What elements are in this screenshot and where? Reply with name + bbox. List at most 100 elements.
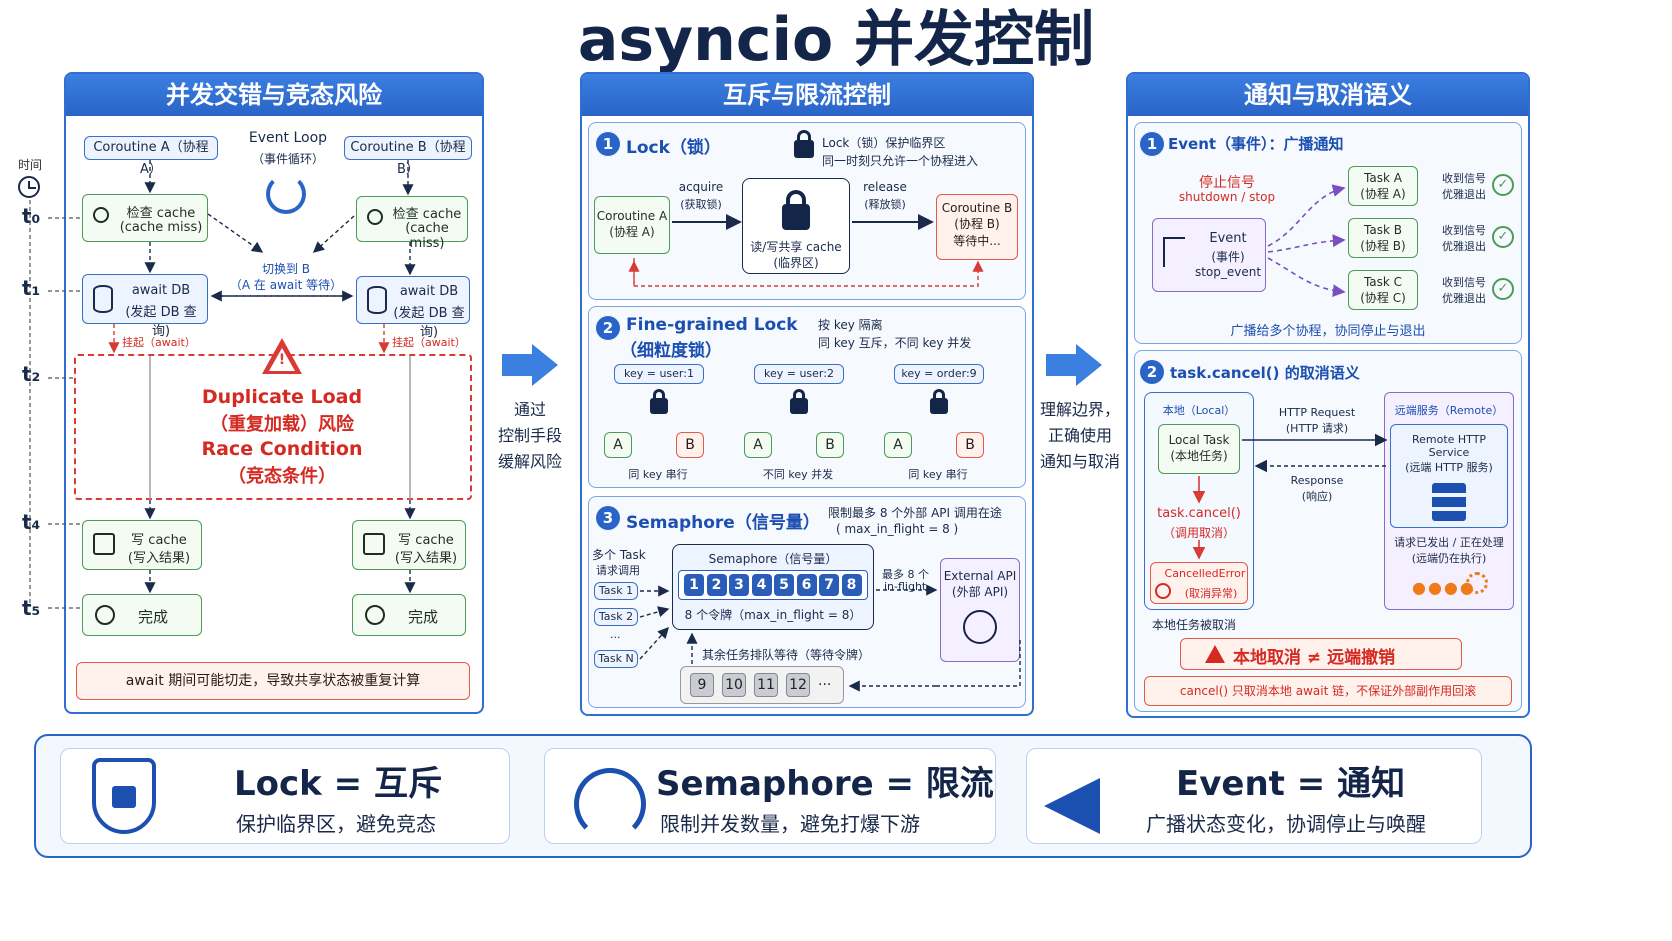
semaphore-token: 8	[841, 574, 862, 596]
await-db-b: await DB (发起 DB 查询)	[356, 276, 470, 340]
fine-title-sub: （细粒度锁）	[620, 341, 722, 361]
semaphore-token: 2	[706, 574, 727, 596]
clock-icon	[18, 176, 40, 198]
globe-icon	[963, 610, 997, 644]
critical-lock-icon	[782, 204, 810, 230]
acquire-sub: (获取锁)	[680, 198, 722, 211]
await-db-a: await DB (发起 DB 查询)	[82, 274, 208, 339]
fine-node-b: B	[816, 432, 844, 458]
event-loop-sub: （事件循环）	[251, 152, 324, 166]
release-label: release	[863, 180, 907, 194]
fine-key-label: key = order:9	[894, 364, 984, 384]
shield-lock-icon-body	[112, 786, 136, 808]
arrow-right-icon	[502, 354, 536, 376]
response: Response	[1290, 474, 1344, 487]
left-note: await 期间可能切走，导致共享状态被重复计算	[76, 662, 470, 700]
warning-icon	[1205, 645, 1225, 663]
done-b: 完成	[352, 594, 466, 636]
remote-note1: 请求已发出 / 正在处理	[1394, 536, 1504, 549]
graceful-exit: 优雅退出	[1442, 292, 1486, 305]
lock-num: 1	[596, 132, 620, 156]
fine-node-b: B	[956, 432, 984, 458]
queued-task: 12	[786, 673, 810, 697]
lock-icon-shackle	[793, 389, 805, 401]
database-icon	[93, 285, 113, 313]
task-n: Task N	[594, 650, 638, 668]
edit-icon	[363, 533, 385, 555]
spinner-icon	[1466, 572, 1488, 594]
max8-label: 最多 8 个	[882, 568, 929, 581]
arrow2-line3: 通知与取消	[1039, 452, 1120, 471]
database-icon	[367, 286, 387, 314]
switch-sub: （A 在 await 等待）	[229, 278, 343, 292]
stop-signal-sub: shutdown / stop	[1178, 190, 1276, 204]
lock-icon	[790, 398, 808, 414]
fine-caption: 不同 key 并发	[762, 468, 834, 481]
panel-header: 互斥与限流控制	[582, 74, 1032, 116]
in-flight-label: in-flight	[884, 580, 927, 593]
event-task: Task C (协程 C)	[1348, 270, 1418, 310]
switch-label: 切换到 B	[261, 262, 311, 276]
queued-task: 9	[690, 673, 714, 697]
arrow1-line2: 控制手段	[497, 426, 562, 445]
write-cache-b: 写 cache (写入结果)	[352, 520, 466, 570]
suspend-b: 挂起（await）	[392, 336, 466, 349]
arrow-right-head	[1076, 344, 1102, 386]
local-cancelled: 本地任务被取消	[1152, 618, 1237, 632]
lock-icon	[794, 140, 814, 158]
recv-signal: 收到信号	[1442, 276, 1486, 289]
http-request: HTTP Request	[1278, 406, 1356, 419]
fine-title: Fine-grained Lock	[626, 315, 798, 335]
cancel-title: task.cancel() 的取消语义	[1170, 364, 1360, 382]
check-cache-b: 检查 cache (cache miss)	[356, 196, 468, 251]
external-api: External API (外部 API)	[940, 558, 1020, 662]
task-ellipsis: ...	[610, 628, 621, 641]
page-title: asyncio 并发控制	[577, 5, 1095, 75]
cancel-num: 2	[1140, 360, 1164, 384]
lock-desc1: Lock（锁）保护临界区	[822, 136, 946, 150]
check-circle-icon	[95, 605, 115, 625]
risk-line2: （重复加载）风险	[210, 414, 354, 435]
stop-signal: 停止信号	[1199, 175, 1255, 191]
queued-task: 10	[722, 673, 746, 697]
event-task: Task A (协程 A)	[1348, 166, 1418, 206]
search-icon	[93, 207, 109, 223]
panel-header: 并发交错与竞态风险	[66, 74, 482, 116]
summary-lock-title: Lock = 互斥	[234, 764, 442, 804]
warn-banner: 本地取消 ≠ 远端撤销	[1180, 638, 1462, 670]
critical-lock-shackle	[786, 190, 806, 208]
arrow1-line3: 缓解风险	[497, 452, 562, 471]
semaphore-token: 4	[751, 574, 772, 596]
summary-semaphore-desc: 限制并发数量，避免打爆下游	[660, 812, 920, 836]
summary-event-desc: 广播状态变化，协调停止与唤醒	[1146, 812, 1426, 836]
task-2: Task 2	[594, 608, 638, 626]
warning-mark: !	[278, 352, 286, 368]
panel-header: 通知与取消语义	[1128, 74, 1528, 116]
event-loop-label: Event Loop	[248, 130, 328, 146]
refresh-cycle-icon	[266, 174, 306, 214]
lock-icon	[650, 398, 668, 414]
check-circle-icon: ✓	[1492, 226, 1514, 248]
sem-title: Semaphore（信号量）	[626, 513, 820, 533]
time-t1: t₁	[22, 276, 41, 300]
fine-node-a: A	[884, 432, 912, 458]
event-title: Event（事件）：广播通知	[1168, 135, 1344, 153]
event-box: Event (事件) stop_event	[1152, 218, 1266, 292]
time-t5: t₅	[22, 596, 41, 620]
fine-node-a: A	[744, 432, 772, 458]
arrow1-line1: 通过	[513, 400, 546, 419]
queue-ellipsis: ···	[818, 677, 832, 693]
critical-label: 读/写共享 cache	[750, 240, 842, 254]
lock-icon-shackle	[797, 130, 811, 144]
many-tasks-sub: 请求调用	[596, 564, 640, 577]
arrow-right-icon	[1046, 354, 1080, 376]
event-caption: 广播给多个协程，协同停止与退出	[1230, 324, 1426, 339]
event-num: 1	[1140, 132, 1164, 156]
event-task: Task B (协程 B)	[1348, 218, 1418, 258]
semaphore-token: 7	[819, 574, 839, 596]
local-task: Local Task (本地任务)	[1158, 424, 1240, 474]
shield-lock-icon	[92, 758, 156, 834]
write-cache-a: 写 cache (写入结果)	[82, 520, 202, 570]
speedometer-icon	[574, 768, 646, 840]
lock-icon-shackle	[933, 389, 945, 401]
